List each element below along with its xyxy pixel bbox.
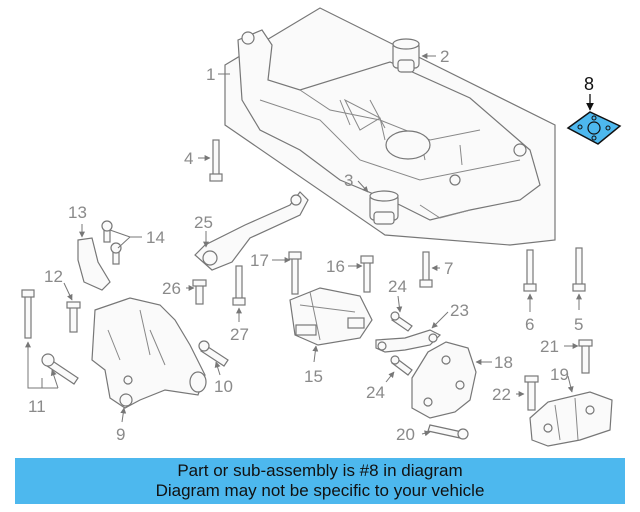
callout-1: 1 xyxy=(206,65,215,84)
mount-3 xyxy=(369,190,399,225)
callout-12: 12 xyxy=(44,267,63,286)
bolt-24b xyxy=(390,355,413,376)
bolt-5 xyxy=(572,247,586,292)
mount-2 xyxy=(392,38,420,73)
callout-labels: 1 2 3 4 5 6 7 8 9 10 11 12 13 14 15 16 1… xyxy=(28,47,594,444)
banner-line-1: Part or sub-assembly is #8 in diagram xyxy=(177,461,463,480)
mount-15 xyxy=(289,287,373,346)
callout-5: 5 xyxy=(574,315,583,334)
callout-26: 26 xyxy=(162,279,181,298)
mount-19 xyxy=(529,391,613,447)
bolt-4 xyxy=(209,139,223,182)
bolt-11a xyxy=(21,289,35,339)
callout-8: 8 xyxy=(584,74,594,94)
callout-21: 21 xyxy=(540,337,559,356)
info-banner: Part or sub-assembly is #8 in diagram Di… xyxy=(15,458,625,504)
callout-24-upper: 24 xyxy=(388,277,407,296)
bolt-27 xyxy=(232,265,246,306)
callout-4: 4 xyxy=(184,149,193,168)
callout-2: 2 xyxy=(440,47,449,66)
bolt-17 xyxy=(288,251,302,295)
callout-6: 6 xyxy=(525,315,534,334)
bolt-26 xyxy=(192,279,207,305)
bracket-18 xyxy=(411,341,477,419)
callout-24-lower: 24 xyxy=(366,383,385,402)
callout-9: 9 xyxy=(116,425,125,444)
subframe xyxy=(224,7,556,246)
bracket-13 xyxy=(77,237,111,291)
callout-25: 25 xyxy=(194,213,213,232)
banner-line-2: Diagram may not be specific to your vehi… xyxy=(155,481,485,500)
bolt-11b xyxy=(41,353,79,385)
bolt-6 xyxy=(523,249,537,292)
callout-23: 23 xyxy=(450,301,469,320)
callout-17: 17 xyxy=(250,251,269,270)
part-8-plate xyxy=(566,111,622,145)
callout-13: 13 xyxy=(68,203,87,222)
bracket-9 xyxy=(91,297,207,409)
callout-19: 19 xyxy=(550,365,569,384)
leader-lines xyxy=(25,53,594,437)
callout-15: 15 xyxy=(304,367,323,386)
bolt-20 xyxy=(427,424,469,440)
callout-18: 18 xyxy=(494,353,513,372)
bolt-16 xyxy=(360,255,374,293)
callout-14: 14 xyxy=(146,228,165,247)
link-23 xyxy=(375,329,442,353)
bolts-14 xyxy=(101,220,122,265)
parts-diagram: 1 2 3 4 5 6 7 8 9 10 11 12 13 14 15 16 1… xyxy=(21,7,622,447)
bolt-10 xyxy=(198,340,229,367)
callout-7: 7 xyxy=(444,259,453,278)
callout-22: 22 xyxy=(492,385,511,404)
bolt-12 xyxy=(66,301,81,333)
callout-20: 20 xyxy=(396,425,415,444)
bolt-22 xyxy=(524,375,539,411)
bolt-7 xyxy=(419,251,433,288)
callout-3: 3 xyxy=(344,171,353,190)
torque-rod-25 xyxy=(194,191,309,271)
callout-16: 16 xyxy=(326,257,345,276)
bolt-24a xyxy=(390,311,413,332)
callout-11: 11 xyxy=(28,397,46,416)
bolt-21 xyxy=(578,339,593,374)
callout-27: 27 xyxy=(230,325,249,344)
callout-10: 10 xyxy=(214,377,233,396)
